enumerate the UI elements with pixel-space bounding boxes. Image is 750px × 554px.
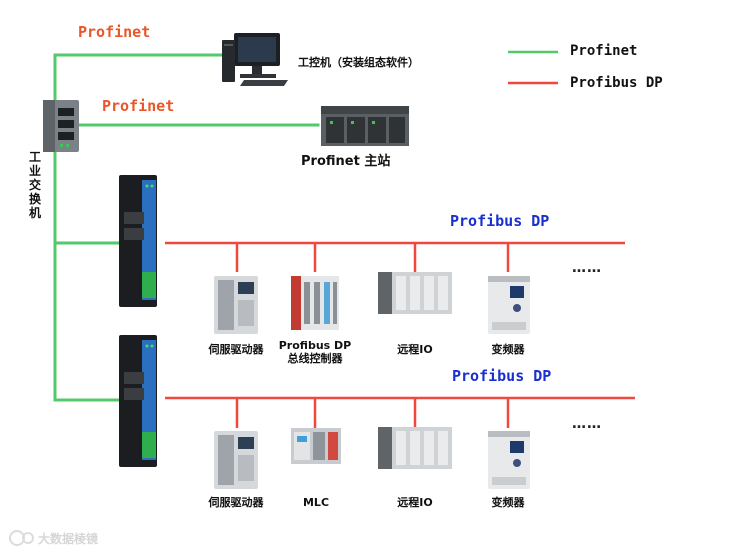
legend-profinet: Profinet [570,43,638,59]
node-label: 伺服驱动器 [208,343,264,356]
node-label: 变频器 [491,343,525,356]
watermark-logo-icon [9,530,34,546]
more-ellipsis: …… [572,416,602,432]
pc-label: 工控机（安装组态软件） [298,56,419,69]
switch-icon [43,100,79,152]
servo-drive-icon [214,276,258,334]
plc-icon [321,106,409,146]
bus-label-2: Profibus DP [452,367,552,385]
inverter-icon [488,431,530,489]
watermark-text: 大数据棱镜 [38,532,99,546]
profinet-link-label-master: Profinet [102,97,175,115]
node-label: MLC [302,496,330,509]
gateway-icon [119,335,157,467]
servo-drive-icon [214,431,258,489]
node-label: 伺服驱动器 [208,496,264,509]
master-label: Profinet 主站 [301,154,391,169]
bus-label-1: Profibus DP [450,212,550,230]
inverter-icon [488,276,530,334]
node-label: 远程IO [397,496,433,509]
node-label: 远程IO [397,343,433,356]
legend-profibus: Profibus DP [570,75,663,91]
pc-icon [222,33,288,86]
profinet-link-label-pc: Profinet [78,23,151,41]
switch-label: 工业交换机 [28,150,41,220]
profinet-link-pc [53,53,227,102]
gateway-icon [119,175,157,307]
profinet-trunk [53,148,122,402]
profinet-lines [53,53,320,402]
mlc-icon [291,428,341,464]
profibus-lines [165,241,635,428]
more-ellipsis: …… [572,260,602,276]
remote-io-icon [378,272,452,314]
node-label: Profibus DP 总线控制器 [278,339,352,365]
remote-io-icon [378,427,452,469]
bus-controller-icon [291,276,339,330]
node-label: 变频器 [491,496,525,509]
